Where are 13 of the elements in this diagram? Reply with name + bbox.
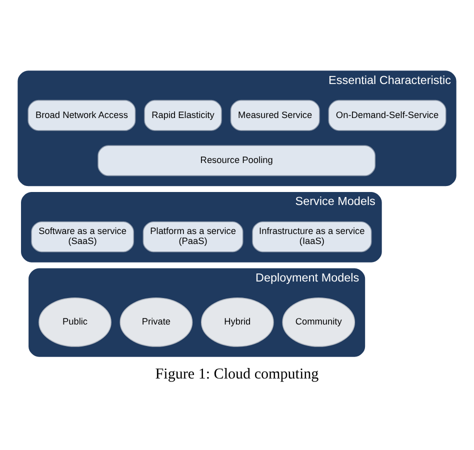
- node-ellipse: Public: [38, 297, 112, 346]
- node-box: Software as a service (SaaS): [31, 220, 134, 252]
- node-box: Measured Service: [230, 99, 320, 130]
- node-box: Infrastructure as a service (IaaS): [252, 220, 372, 252]
- node-box: On-Demand-Self-Service: [328, 99, 446, 130]
- node-box: Rapid Elasticity: [144, 99, 222, 130]
- node-box: Platform as a service (PaaS): [142, 220, 244, 252]
- node-ellipse: Hybrid: [201, 297, 274, 346]
- caption: Figure 1: Cloud computing: [155, 366, 319, 382]
- node-box: Broad Network Access: [28, 99, 136, 130]
- node-ellipse: Community: [282, 297, 356, 346]
- node-box: Resource Pooling: [98, 144, 376, 176]
- node-ellipse: Private: [120, 297, 193, 346]
